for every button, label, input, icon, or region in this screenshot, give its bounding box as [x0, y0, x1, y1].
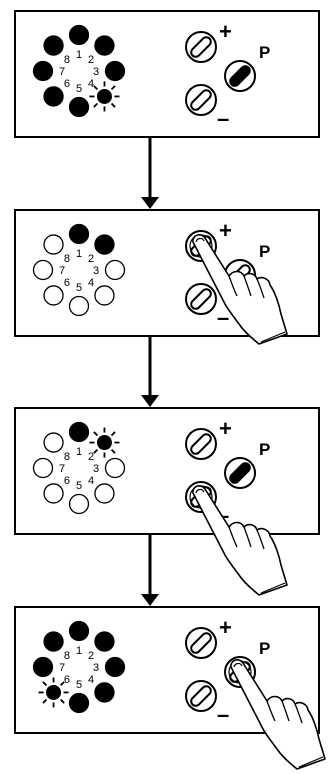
led-lit-icon — [44, 632, 63, 651]
minus-button[interactable] — [186, 85, 216, 115]
led-number-2: 2 — [88, 54, 94, 66]
plus-button[interactable] — [186, 429, 216, 459]
p-label: P — [259, 43, 270, 62]
led-lit-icon — [70, 694, 89, 713]
minus-label: – — [217, 702, 229, 727]
led-lit-icon — [95, 683, 114, 702]
plus-label: + — [219, 218, 232, 243]
led-number-6: 6 — [64, 674, 70, 686]
p-label: P — [259, 639, 270, 658]
p-label: P — [259, 242, 270, 261]
plus-label: + — [219, 416, 232, 441]
led-number-2: 2 — [88, 650, 94, 662]
led-empty-icon — [44, 433, 63, 452]
p-button[interactable] — [225, 61, 255, 91]
down-arrow-icon — [141, 138, 159, 209]
p-label: P — [259, 440, 270, 459]
led-number-1: 1 — [76, 645, 82, 657]
led-number-8: 8 — [64, 253, 70, 265]
led-lit-icon — [70, 423, 89, 442]
led-number-3: 3 — [93, 66, 99, 78]
led-number-4: 4 — [88, 674, 94, 686]
led-lit-icon — [34, 62, 53, 81]
led-empty-icon — [44, 235, 63, 254]
led-number-1: 1 — [76, 248, 82, 260]
led-number-7: 7 — [59, 662, 65, 674]
led-number-3: 3 — [93, 463, 99, 475]
p-button[interactable] — [225, 458, 255, 488]
led-number-4: 4 — [88, 277, 94, 289]
led-number-7: 7 — [59, 66, 65, 78]
led-empty-icon — [70, 297, 89, 316]
led-number-7: 7 — [59, 463, 65, 475]
plus-button[interactable] — [186, 32, 216, 62]
minus-button[interactable] — [186, 681, 216, 711]
led-empty-icon — [44, 286, 63, 305]
led-number-5: 5 — [76, 480, 82, 492]
led-lit-icon — [70, 225, 89, 244]
plus-label: + — [219, 615, 232, 640]
led-number-5: 5 — [76, 282, 82, 294]
led-lit-icon — [44, 87, 63, 106]
led-number-1: 1 — [76, 49, 82, 61]
led-number-6: 6 — [64, 277, 70, 289]
led-number-2: 2 — [88, 253, 94, 265]
led-number-5: 5 — [76, 83, 82, 95]
plus-label: + — [219, 19, 232, 44]
led-number-3: 3 — [93, 662, 99, 674]
plus-button[interactable] — [186, 628, 216, 658]
down-arrow-icon — [141, 535, 159, 606]
led-number-4: 4 — [88, 475, 94, 487]
minus-button[interactable] — [186, 284, 216, 314]
led-lit-icon — [95, 632, 114, 651]
led-lit-icon — [70, 98, 89, 117]
led-lit-icon — [95, 36, 114, 55]
led-lit-icon — [95, 235, 114, 254]
led-empty-icon — [106, 261, 125, 280]
led-lit-icon — [34, 658, 53, 677]
led-lit-icon — [44, 36, 63, 55]
led-empty-icon — [95, 286, 114, 305]
led-lit-icon — [70, 622, 89, 641]
led-number-8: 8 — [64, 54, 70, 66]
led-empty-icon — [34, 459, 53, 478]
led-empty-icon — [106, 459, 125, 478]
led-number-7: 7 — [59, 265, 65, 277]
led-number-1: 1 — [76, 446, 82, 458]
led-lit-icon — [106, 658, 125, 677]
led-lit-icon — [106, 62, 125, 81]
led-number-2: 2 — [88, 451, 94, 463]
down-arrow-icon — [141, 337, 159, 407]
led-empty-icon — [44, 484, 63, 503]
led-number-3: 3 — [93, 265, 99, 277]
led-number-6: 6 — [64, 78, 70, 90]
led-empty-icon — [34, 261, 53, 280]
led-number-6: 6 — [64, 475, 70, 487]
minus-label: – — [217, 106, 229, 131]
led-lit-icon — [70, 26, 89, 45]
led-number-5: 5 — [76, 679, 82, 691]
led-empty-icon — [95, 484, 114, 503]
led-empty-icon — [70, 495, 89, 514]
led-number-8: 8 — [64, 650, 70, 662]
led-number-4: 4 — [88, 78, 94, 90]
led-number-8: 8 — [64, 451, 70, 463]
